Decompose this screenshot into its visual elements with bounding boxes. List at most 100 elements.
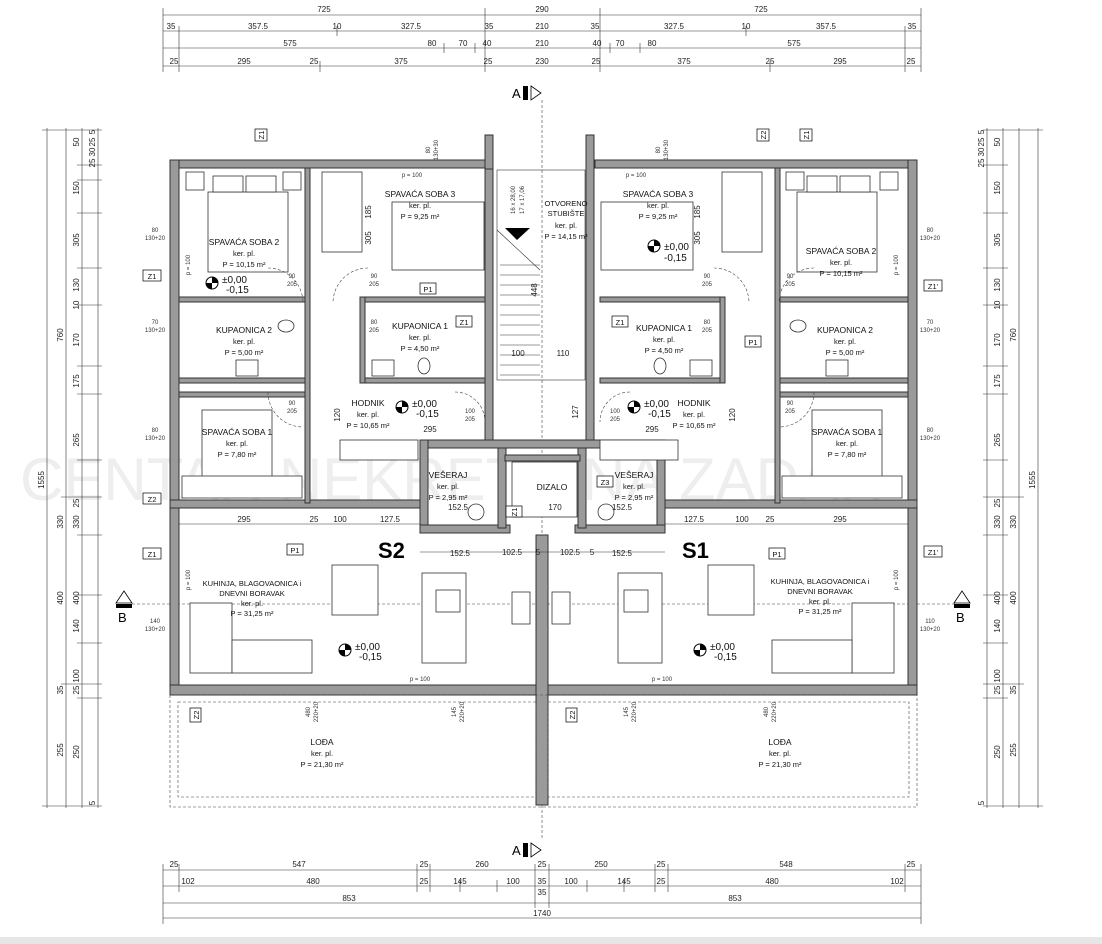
svg-text:P = 4,50 m²: P = 4,50 m²: [645, 346, 684, 355]
dim-bottom-r2-7: 145: [617, 877, 631, 886]
svg-text:152.5: 152.5: [612, 549, 633, 558]
svg-text:P1: P1: [290, 546, 299, 555]
svg-text:HODNIK: HODNIK: [677, 398, 710, 408]
dim-right-inner-11: 140: [993, 619, 1002, 633]
svg-text:ker. pl.: ker. pl.: [683, 410, 705, 419]
unit-label-s2: S2: [378, 538, 405, 563]
svg-text:ker. pl.: ker. pl.: [241, 599, 263, 608]
inner-dimensions: 295 25 100 127.5 127.5 100 25 295 152.5 …: [179, 205, 908, 558]
svg-text:25: 25: [310, 515, 319, 524]
svg-text:Z2: Z2: [192, 711, 201, 720]
dim-top-r2-10: 35: [908, 22, 917, 31]
svg-text:90: 90: [704, 274, 711, 280]
svg-text:80: 80: [927, 428, 934, 434]
dim-top-r4-2: 25: [310, 57, 319, 66]
dim-top-r3-2: 70: [459, 39, 468, 48]
svg-text:130+20: 130+20: [920, 436, 941, 442]
svg-text:KUPAONICA 1: KUPAONICA 1: [636, 323, 692, 333]
svg-text:220+20: 220+20: [772, 701, 778, 722]
dim-top-r4-3: 375: [394, 57, 408, 66]
svg-text:SPAVAĆA SOBA 3: SPAVAĆA SOBA 3: [385, 189, 456, 199]
svg-text:90: 90: [787, 401, 794, 407]
svg-text:p = 100: p = 100: [186, 254, 192, 275]
svg-text:P1: P1: [423, 285, 432, 294]
svg-text:ker. pl.: ker. pl.: [437, 482, 459, 491]
dim-right-inner-14: 35: [1009, 685, 1018, 694]
dim-right-inner-4: 10: [993, 300, 1002, 309]
svg-text:480: 480: [306, 706, 312, 717]
dim-top-r3-7: 80: [648, 39, 657, 48]
svg-text:Z1: Z1: [148, 550, 157, 559]
dim-bottom-r1-0: 25: [170, 860, 179, 869]
dim-top-r4-7: 375: [677, 57, 691, 66]
dim-top-r2-7: 327.5: [664, 22, 685, 31]
dim-bottom-r2-9: 480: [765, 877, 779, 886]
dim-left-inner-4: 10: [72, 300, 81, 309]
dim-right-inner-13: 25: [993, 685, 1002, 694]
left-dimension-lines: 1555 760 330 400 255 50 150 305 130 10 1…: [37, 128, 102, 808]
tags: Z1 Z2 Z1 Z1 Z2 Z1 Z1' Z1' P1 Z1 Z1 P1 Z3…: [142, 128, 943, 723]
svg-text:130+20: 130+20: [145, 328, 166, 334]
svg-text:P = 21,30 m²: P = 21,30 m²: [300, 760, 344, 769]
dim-bottom-r1-7: 548: [779, 860, 793, 869]
svg-text:DNEVNI BORAVAK: DNEVNI BORAVAK: [219, 589, 285, 598]
room-spavaca1-right: SPAVAĆA SOBA 1 ker. pl. P = 7,80 m²: [812, 427, 883, 459]
svg-text:LOĐA: LOĐA: [768, 737, 791, 747]
svg-text:P = 2,95 m²: P = 2,95 m²: [429, 493, 468, 502]
dim-bottom-r2-6: 100: [564, 877, 578, 886]
svg-text:295: 295: [237, 515, 251, 524]
svg-text:ker. pl.: ker. pl.: [233, 337, 255, 346]
dim-bottom-r2-4: 100: [506, 877, 520, 886]
svg-text:205: 205: [702, 282, 713, 288]
dim-top-r4-5: 230: [535, 57, 549, 66]
svg-text:80: 80: [927, 228, 934, 234]
section-mark-a-bottom: A: [512, 842, 542, 858]
dim-right-inner-10: 400: [993, 591, 1002, 605]
dim-bottom-r2-10: 102: [890, 877, 904, 886]
svg-text:p = 100: p = 100: [402, 173, 423, 179]
svg-text:A: A: [512, 86, 521, 101]
dim-top-r3-0: 575: [283, 39, 297, 48]
svg-text:A: A: [512, 843, 521, 858]
dim-right-inner-1: 150: [993, 181, 1002, 195]
svg-text:480: 480: [764, 706, 770, 717]
svg-text:Z1': Z1': [928, 282, 939, 291]
dim-right-inner-0: 50: [993, 137, 1002, 146]
level-marker-4: ±0,00 -0,15: [647, 239, 689, 264]
svg-text:130+20: 130+20: [920, 236, 941, 242]
dim-right-mid-2: 400: [1009, 591, 1018, 605]
level-marker-5: ±0,00 -0,15: [338, 642, 382, 663]
level-marker-2: ±0,00 -0,15: [395, 399, 439, 420]
bottom-bar: [0, 937, 1102, 944]
svg-text:ker. pl.: ker. pl.: [311, 749, 333, 758]
svg-text:Z3: Z3: [601, 478, 610, 487]
svg-text:±0,00: ±0,00: [222, 275, 247, 286]
svg-text:205: 205: [785, 282, 796, 288]
section-mark-b-right: B: [953, 590, 971, 625]
svg-text:P = 9,25 m²: P = 9,25 m²: [639, 212, 678, 221]
dim-bottom-r1-5: 250: [594, 860, 608, 869]
svg-text:130+20: 130+20: [145, 236, 166, 242]
dim-bottom-r2-0: 102: [181, 877, 195, 886]
svg-text:Z2: Z2: [148, 495, 157, 504]
dim-right-top-small-2: 25: [977, 158, 986, 167]
svg-text:ker. pl.: ker. pl.: [836, 439, 858, 448]
svg-text:90: 90: [289, 401, 296, 407]
dim-right-inner-12: 100: [993, 669, 1002, 683]
svg-text:p = 100: p = 100: [652, 677, 673, 683]
svg-text:Z1: Z1: [510, 508, 519, 517]
room-spavaca3-right: SPAVAĆA SOBA 3 ker. pl. P = 9,25 m²: [623, 189, 694, 221]
svg-text:B: B: [118, 610, 127, 625]
svg-text:p = 100: p = 100: [894, 569, 900, 590]
dim-bottom-r4-0: 1740: [533, 909, 551, 918]
dim-top-r2-0: 35: [167, 22, 176, 31]
svg-text:P = 9,25 m²: P = 9,25 m²: [401, 212, 440, 221]
svg-text:ker. pl.: ker. pl.: [623, 482, 645, 491]
svg-text:ker. pl.: ker. pl.: [647, 201, 669, 210]
svg-text:P1: P1: [748, 338, 757, 347]
svg-text:90: 90: [289, 274, 296, 280]
svg-text:P = 5,00 m²: P = 5,00 m²: [826, 348, 865, 357]
svg-text:STUBIŠTE: STUBIŠTE: [548, 209, 585, 218]
dim-right-top-small-0: 25: [977, 137, 986, 146]
svg-text:305: 305: [693, 231, 702, 245]
